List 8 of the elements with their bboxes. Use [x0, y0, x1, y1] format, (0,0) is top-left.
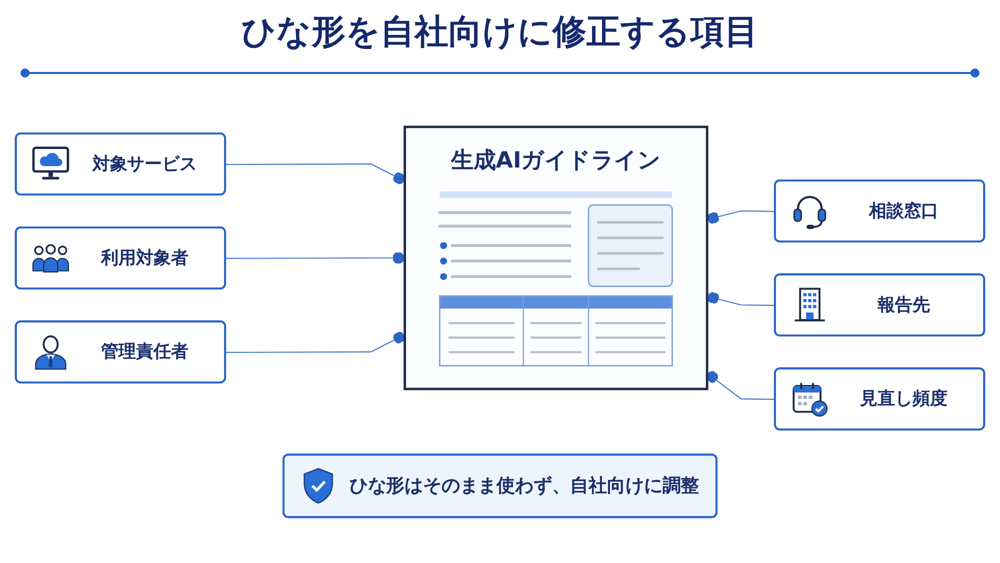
connector — [706, 292, 776, 306]
title: ひな形を自社向けに修正する項目 — [240, 11, 760, 54]
connector — [225, 332, 406, 353]
node-box: 生成AIガイドライン — [404, 126, 708, 390]
connector — [706, 210, 776, 224]
connector — [225, 252, 406, 264]
connector — [706, 371, 776, 400]
connector — [225, 163, 406, 184]
